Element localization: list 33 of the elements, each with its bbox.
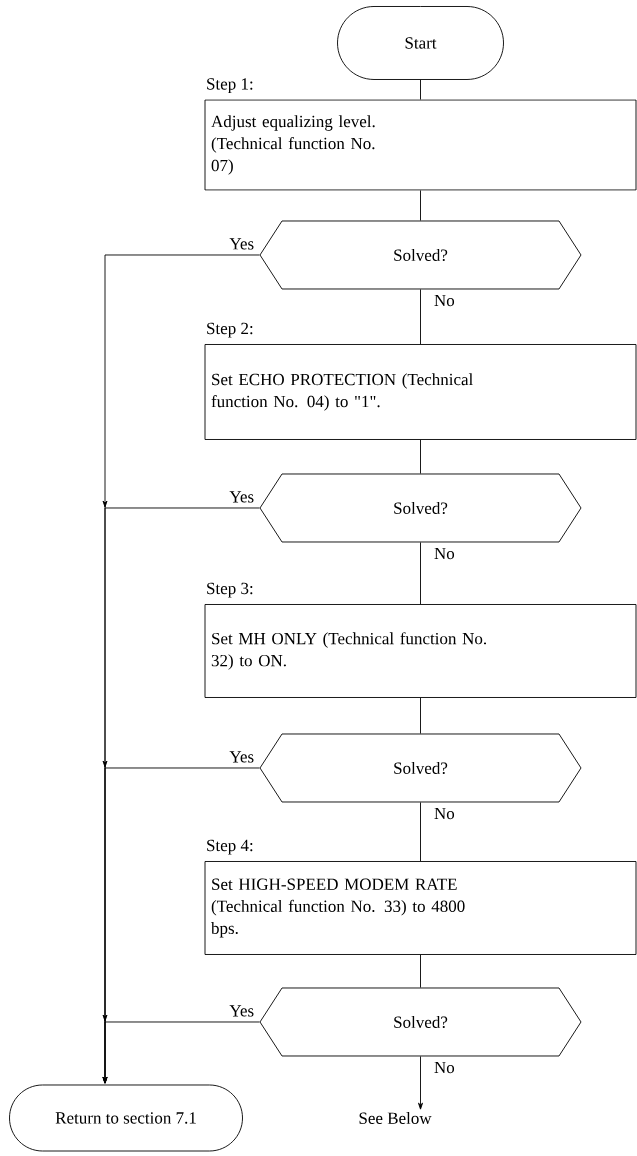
- connector-line: [420, 289, 421, 345]
- edge-label: Yes: [228, 1004, 256, 1018]
- decision-hexagon: Solved?: [259, 733, 582, 803]
- edge-label: No: [432, 293, 456, 308]
- step-heading: Step 4:: [207, 839, 253, 855]
- connector-line: [420, 802, 421, 862]
- connector-line: [420, 954, 421, 988]
- terminal-box: Return to section 7.1: [9, 1084, 243, 1152]
- connector-line: [420, 439, 421, 474]
- step-heading: Step 2:: [207, 322, 253, 338]
- process-box: Set HIGH-SPEED MODEM RATE (Technical function No. 33) to 4800 bps.: [204, 861, 637, 955]
- process-box: Adjust equalizing level. (Technical function No. 07): [204, 99, 637, 191]
- edge-label: No: [432, 806, 456, 821]
- connector-line: [420, 697, 421, 734]
- edge-label: Yes: [228, 490, 256, 504]
- connector-line: [420, 79, 421, 100]
- step-heading: Step 3:: [207, 582, 253, 598]
- connector-line: [420, 190, 421, 221]
- arrow: [102, 1014, 260, 1084]
- terminal-box: Start: [337, 6, 504, 80]
- decision-hexagon: Solved?: [259, 473, 582, 543]
- end-text: See Below: [359, 1112, 432, 1124]
- edge-label: No: [432, 546, 456, 561]
- edge-label: Yes: [228, 750, 256, 764]
- edge-label: Yes: [228, 237, 256, 251]
- step-heading: Step 1:: [207, 78, 253, 94]
- process-box: Set MH ONLY (Technical function No. 32) to ON.: [204, 604, 637, 698]
- connector-line: [420, 542, 421, 605]
- process-box: Set ECHO PROTECTION (Technical function No. 04) to "1".: [204, 344, 637, 440]
- edge-label: No: [432, 1060, 456, 1075]
- decision-hexagon: Solved?: [259, 220, 582, 290]
- decision-hexagon: Solved?: [259, 987, 582, 1057]
- arrow: [418, 1056, 423, 1110]
